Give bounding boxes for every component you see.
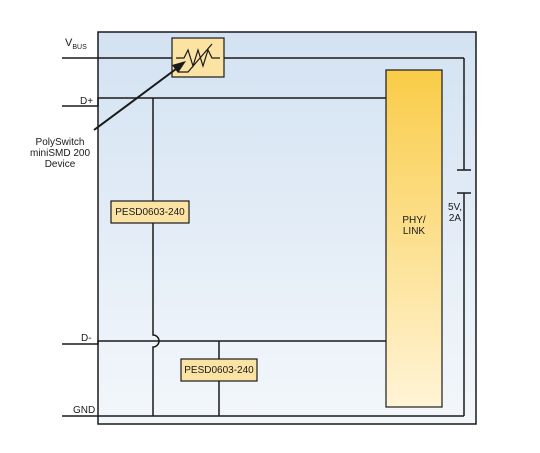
phy-label-line-2: LINK [402,226,426,237]
dminus-label: D- [81,333,92,344]
phy-block [385,69,443,408]
phy-label: PHY/ LINK [386,215,442,237]
tvs1-label: PESD0603-240 [115,206,185,218]
tvs2-body [180,358,258,382]
dminus-wire [62,340,386,345]
vbus-label-main: V [65,37,73,49]
callout-line-3: Device [44,159,76,170]
supply-label-line-2: 2A [448,213,462,224]
supply-label-line-1: 5V, [447,202,463,213]
tvs1-body [110,200,190,224]
dplus-label: D+ [80,96,94,107]
resistor-zigzag [176,47,220,69]
phy-label-line-1: PHY/ [402,215,426,226]
polyswitch-callout: PolySwitch miniSMD 200 Device [20,137,100,170]
tvs2-label: PESD0603-240 [184,364,254,376]
supply-label: 5V, 2A [444,202,466,224]
callout-line-2: miniSMD 200 [29,148,91,159]
gnd-label: GND [73,405,96,416]
vbus-label: VBUS [65,38,87,53]
callout-line-1: PolySwitch [35,137,85,148]
vbus-label-sub: BUS [72,44,87,51]
ptc-slash [178,43,213,73]
callout-arrow-line [93,65,181,131]
dplus-wire [62,97,386,107]
callout-arrowhead [172,61,186,73]
